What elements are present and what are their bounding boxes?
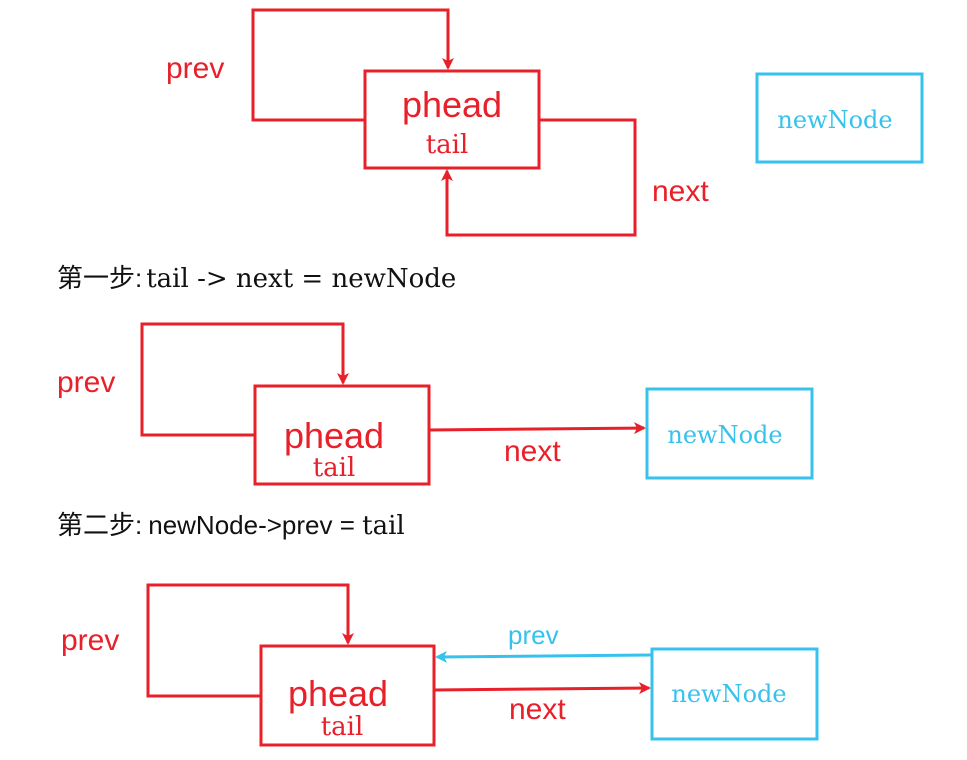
tail-label: tail <box>313 453 356 483</box>
prev-label: prev <box>61 624 119 657</box>
phead-label: phead <box>288 673 388 714</box>
prev-label: prev <box>166 52 224 85</box>
newnode-box <box>650 647 819 741</box>
next-arrow <box>428 422 646 435</box>
step-2-code-tail: tail <box>362 511 405 541</box>
prev-label: prev <box>57 366 115 399</box>
newnode-label: newNode <box>671 680 786 708</box>
step-1-prefix: 第一步: <box>57 263 142 293</box>
step-1-caption: 第一步:tail -> next = newNode <box>57 263 456 294</box>
prev-self-arrow <box>251 8 454 122</box>
step-2-code: newNode->prev = <box>148 510 362 540</box>
diagram-2: phead tail prev next newNode <box>57 322 814 486</box>
newnode-label: newNode <box>667 421 782 449</box>
tail-label: tail <box>321 712 364 742</box>
newnode-box <box>755 72 924 164</box>
diagram-1: phead tail prev next newNode <box>166 8 924 237</box>
prev-self-arrow <box>140 322 349 437</box>
next-label: next <box>652 175 709 208</box>
new-prev-label: prev <box>508 620 559 650</box>
next-self-arrow <box>441 118 637 237</box>
next-label: next <box>509 693 566 726</box>
next-label: next <box>504 435 561 468</box>
step-2-caption: 第二步:newNode->prev = tail <box>57 510 405 541</box>
phead-label: phead <box>402 84 502 125</box>
next-arrow <box>433 682 651 695</box>
prev-self-arrow <box>146 583 354 698</box>
newnode-label: newNode <box>777 106 892 134</box>
tail-label: tail <box>426 130 469 160</box>
phead-label: phead <box>284 415 384 456</box>
newnode-box <box>645 387 814 480</box>
step-1-code: tail -> next = newNode <box>146 264 456 294</box>
diagram-3: phead tail prev prev next newNode <box>61 583 819 747</box>
new-prev-arrow <box>435 650 653 663</box>
step-2-prefix: 第二步: <box>57 510 142 540</box>
